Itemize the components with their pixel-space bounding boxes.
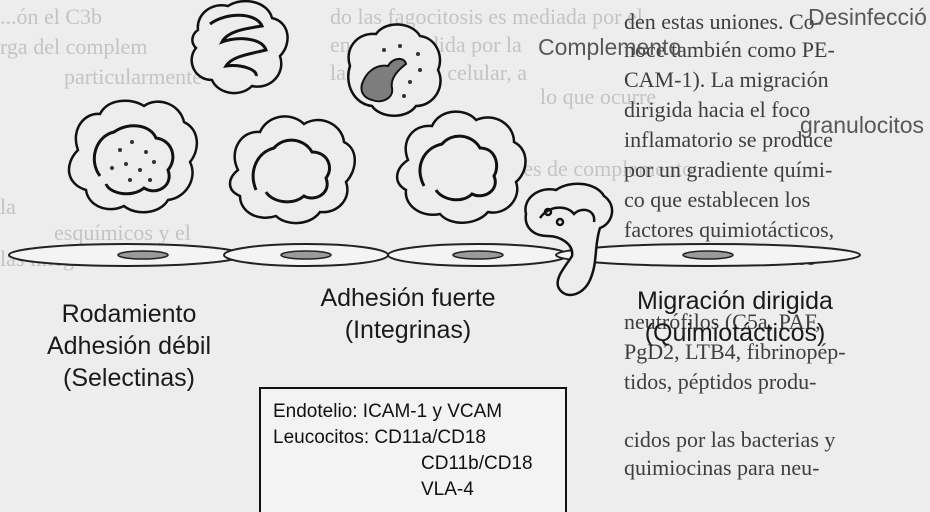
infobox-line: CD11b/CD18 [273, 451, 565, 477]
stage-label-line: (Quimiotácticos) [610, 317, 860, 349]
leukocyte-body [230, 116, 355, 223]
infobox-line: VLA-4 [273, 477, 565, 503]
stage-label-line: Migración dirigida [610, 285, 860, 317]
stage-label-strong-adhesion: Adhesión fuerte (Integrinas) [298, 282, 518, 346]
leukocyte-body [525, 184, 612, 295]
leukocyte-body [69, 101, 197, 213]
endothelial-nucleus [683, 251, 733, 259]
monocyte [348, 24, 440, 115]
stage-label-line: (Integrinas) [298, 314, 518, 346]
stage-label-line: Adhesión débil [14, 330, 244, 362]
leukocyte-body [397, 112, 525, 223]
leukocyte-rolling [69, 101, 197, 213]
leukocyte-adhering-1 [230, 116, 355, 223]
endothelial-nucleus [118, 251, 168, 259]
stage-label-line: Adhesión fuerte [298, 282, 518, 314]
endothelial-nucleus [281, 251, 331, 259]
stage-label-line: Rodamiento [14, 298, 244, 330]
stage-label-directed-migration: Migración dirigida (Quimiotácticos) [610, 285, 860, 349]
endothelial-nucleus [453, 251, 503, 259]
infobox-line: Endotelio: ICAM-1 y VCAM [273, 399, 565, 425]
leukocyte-adhering-2 [397, 112, 525, 223]
leukocyte-migrating [525, 184, 612, 295]
stage-label-line: (Selectinas) [14, 362, 244, 394]
adhesion-molecules-box: Endotelio: ICAM-1 y VCAM Leucocitos: CD1… [259, 387, 567, 512]
stage-label-rolling: Rodamiento Adhesión débil (Selectinas) [14, 298, 244, 394]
infobox-line: Leucocitos: CD11a/CD18 [273, 425, 565, 451]
leukocyte-top [192, 1, 288, 93]
